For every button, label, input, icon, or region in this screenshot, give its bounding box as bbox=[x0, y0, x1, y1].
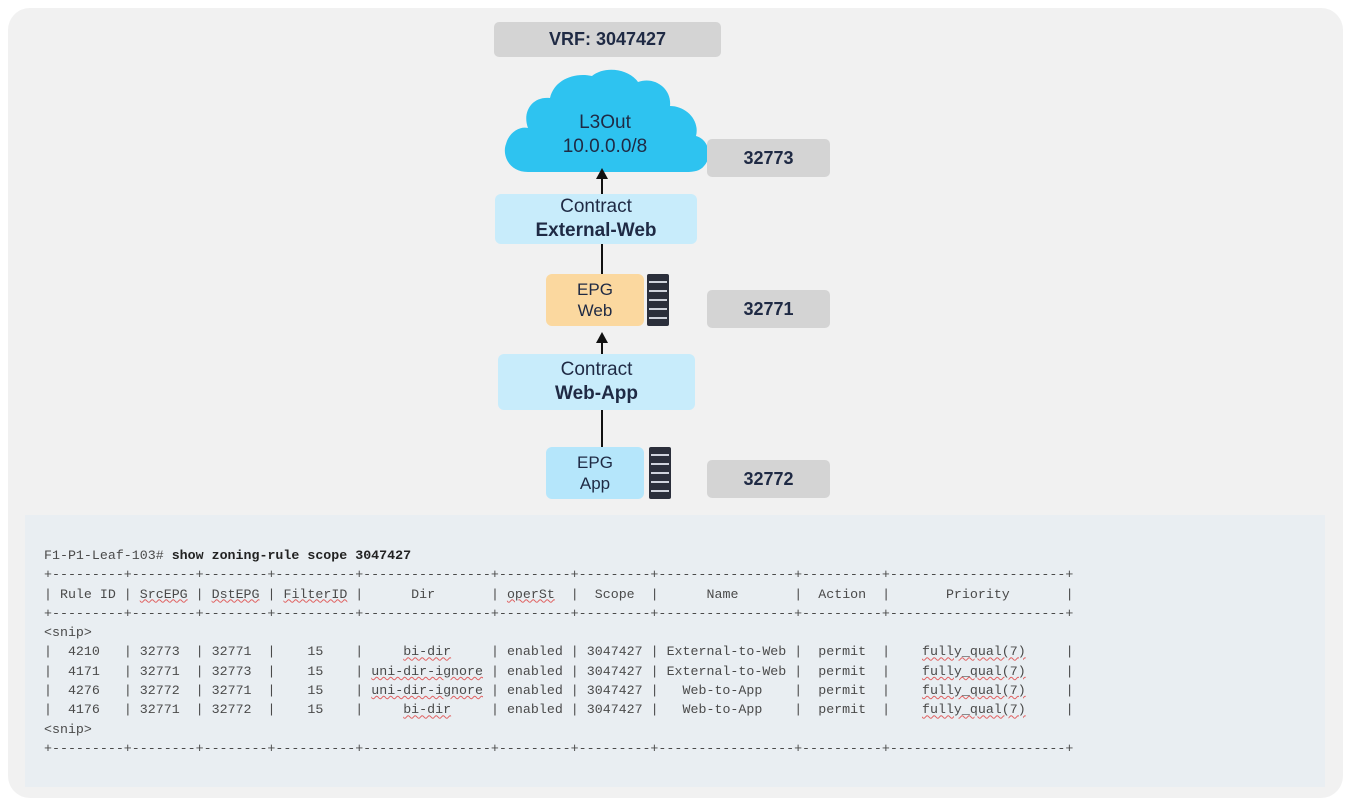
row-cell-8: permit bbox=[818, 683, 867, 699]
header-cell-9: Priority bbox=[945, 586, 1010, 602]
cli-command: show zoning-rule scope 3047427 bbox=[171, 548, 412, 563]
row-cell-1: 32771 bbox=[139, 702, 180, 718]
vrf-label: VRF: 3047427 bbox=[494, 22, 721, 57]
table-row: | 4176 | 32771 | 32772 | 15 | bi-dir | e… bbox=[44, 702, 1074, 718]
row-cell-8: permit bbox=[818, 663, 867, 679]
header-cell-4: Dir bbox=[411, 586, 436, 602]
row-cell-4: uni-dir-ignore bbox=[371, 683, 483, 699]
row-cell-6: 3047427 bbox=[586, 683, 643, 699]
row-cell-6: 3047427 bbox=[586, 644, 643, 660]
l3out-pctag: 32773 bbox=[707, 139, 830, 177]
row-cell-5: enabled bbox=[506, 702, 563, 718]
epg-web: EPG Web bbox=[546, 274, 644, 326]
table-border: +---------+--------+--------+----------+… bbox=[44, 740, 1074, 756]
header-cell-3: FilterID bbox=[283, 586, 348, 602]
row-cell-6: 3047427 bbox=[586, 702, 643, 718]
row-cell-9: fully_qual(7) bbox=[921, 702, 1026, 718]
row-cell-2: 32771 bbox=[211, 683, 252, 699]
epg-name: App bbox=[579, 474, 611, 493]
row-cell-3: 15 bbox=[307, 663, 324, 679]
epg-name: Web bbox=[577, 301, 613, 320]
epg-label: EPG bbox=[577, 453, 613, 472]
row-cell-1: 32771 bbox=[139, 663, 180, 679]
header-cell-7: Name bbox=[706, 586, 739, 602]
row-cell-0: 4176 bbox=[67, 702, 100, 718]
epg-label: EPG bbox=[577, 280, 613, 299]
row-cell-8: permit bbox=[818, 702, 867, 718]
l3out-subnet: 10.0.0.0/8 bbox=[562, 136, 648, 157]
contract-label: Contract bbox=[560, 359, 633, 380]
row-cell-4: bi-dir bbox=[403, 644, 452, 660]
row-cell-5: enabled bbox=[506, 644, 563, 660]
header-cell-8: Action bbox=[818, 586, 867, 602]
epg-web-pctag: 32771 bbox=[707, 290, 830, 328]
row-cell-5: enabled bbox=[506, 663, 563, 679]
row-cell-7: Web-to-App bbox=[682, 702, 763, 718]
connector-line bbox=[601, 178, 603, 194]
arrow-up-icon bbox=[596, 168, 608, 179]
table-border: +---------+--------+--------+----------+… bbox=[44, 567, 1074, 583]
row-cell-5: enabled bbox=[506, 683, 563, 699]
connector-line bbox=[601, 244, 603, 274]
row-cell-7: External-to-Web bbox=[666, 644, 787, 660]
row-cell-2: 32772 bbox=[211, 702, 252, 718]
row-cell-8: permit bbox=[818, 644, 867, 660]
cli-output: F1-P1-Leaf-103# show zoning-rule scope 3… bbox=[44, 546, 1074, 758]
header-cell-2: DstEPG bbox=[211, 586, 260, 602]
table-header: | Rule ID | SrcEPG | DstEPG | FilterID |… bbox=[44, 586, 1074, 602]
epg-app-pctag: 32772 bbox=[707, 460, 830, 498]
table-row: | 4276 | 32772 | 32771 | 15 | uni-dir-ig… bbox=[44, 683, 1074, 699]
snip-marker: <snip> bbox=[44, 625, 92, 641]
connector-line bbox=[601, 342, 603, 354]
header-cell-0: Rule ID bbox=[59, 586, 116, 602]
row-cell-4: uni-dir-ignore bbox=[371, 663, 483, 679]
snip-marker: <snip> bbox=[44, 721, 92, 737]
row-cell-3: 15 bbox=[307, 683, 324, 699]
header-cell-6: Scope bbox=[594, 586, 635, 602]
row-cell-0: 4276 bbox=[67, 683, 100, 699]
row-cell-3: 15 bbox=[307, 644, 324, 660]
table-row: | 4210 | 32773 | 32771 | 15 | bi-dir | e… bbox=[44, 644, 1074, 660]
row-cell-1: 32773 bbox=[139, 644, 180, 660]
contract-name: External-Web bbox=[535, 220, 657, 241]
row-cell-3: 15 bbox=[307, 702, 324, 718]
table-border: +---------+--------+--------+----------+… bbox=[44, 605, 1074, 621]
contract-external-web: Contract External-Web bbox=[495, 194, 697, 244]
row-cell-2: 32771 bbox=[211, 644, 252, 660]
header-cell-1: SrcEPG bbox=[139, 586, 188, 602]
cli-output-panel bbox=[25, 515, 1325, 787]
epg-app: EPG App bbox=[546, 447, 644, 499]
row-cell-0: 4171 bbox=[67, 663, 100, 679]
l3out-cloud-icon bbox=[504, 69, 709, 172]
l3out-name: L3Out bbox=[579, 112, 631, 133]
cli-prompt: F1-P1-Leaf-103# bbox=[44, 548, 164, 563]
row-cell-2: 32773 bbox=[211, 663, 252, 679]
cloud-shape bbox=[504, 69, 709, 172]
l3out-label: L3Out 10.0.0.0/8 bbox=[520, 110, 690, 160]
header-cell-5: operSt bbox=[506, 586, 555, 602]
row-cell-7: External-to-Web bbox=[666, 663, 787, 679]
row-cell-1: 32772 bbox=[139, 683, 180, 699]
table-row: | 4171 | 32771 | 32773 | 15 | uni-dir-ig… bbox=[44, 663, 1074, 679]
contract-label: Contract bbox=[560, 196, 632, 217]
arrow-up-icon bbox=[596, 332, 608, 343]
contract-web-app: Contract Web-App bbox=[498, 354, 695, 410]
row-cell-0: 4210 bbox=[67, 644, 100, 660]
row-cell-7: Web-to-App bbox=[682, 683, 763, 699]
row-cell-9: fully_qual(7) bbox=[921, 644, 1026, 660]
row-cell-6: 3047427 bbox=[586, 663, 643, 679]
row-cell-9: fully_qual(7) bbox=[921, 663, 1026, 679]
connector-line bbox=[601, 410, 603, 447]
row-cell-9: fully_qual(7) bbox=[921, 683, 1026, 699]
contract-name: Web-App bbox=[554, 383, 639, 404]
row-cell-4: bi-dir bbox=[403, 702, 452, 718]
server-icon bbox=[649, 447, 671, 499]
table-rows: | 4210 | 32773 | 32771 | 15 | bi-dir | e… bbox=[44, 644, 1074, 717]
server-icon bbox=[647, 274, 669, 326]
